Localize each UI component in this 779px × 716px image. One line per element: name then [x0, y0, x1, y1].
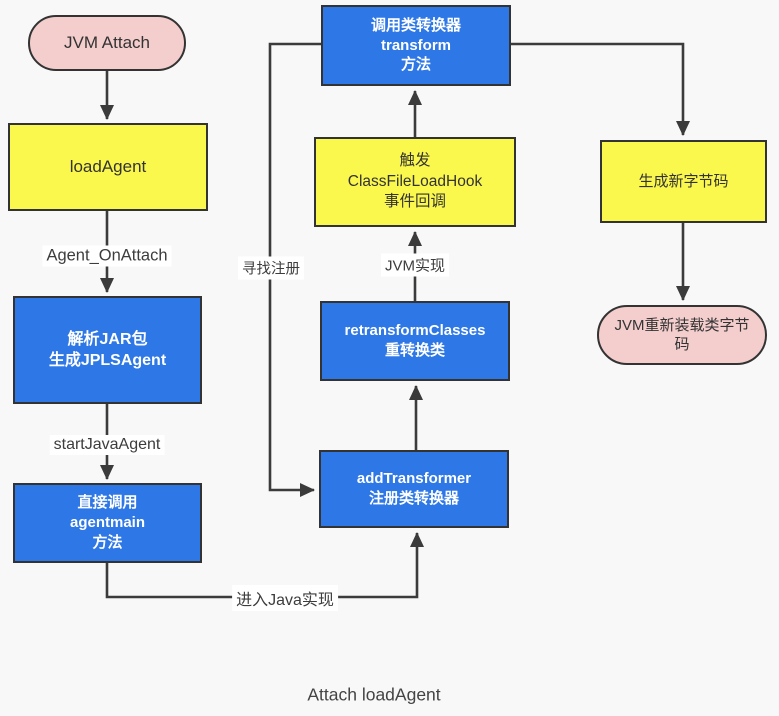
node-label-line: 方法 — [400, 56, 431, 74]
node-label-line: addTransformer — [356, 470, 472, 488]
node-label-line: 方法 — [92, 533, 123, 551]
node-label-line: 调用类转换器 — [370, 16, 461, 34]
edge-label-agent-on-attach: Agent_OnAttach — [42, 245, 172, 267]
node-parse-jar-generate-jplsagent: 解析JAR包 生成JPLSAgent — [13, 296, 202, 404]
node-label-line: 直接调用 — [77, 494, 138, 512]
node-label: loadAgent — [69, 156, 147, 176]
edge-label-jvm-impl: JVM实现 — [380, 253, 450, 277]
node-label: JVM Attach — [64, 32, 150, 52]
edge-transform-newbytecode — [511, 42, 690, 136]
node-label-line: 生成JPLSAgent — [48, 352, 167, 369]
node-generate-new-bytecode: 生成新字节码 — [600, 140, 767, 223]
node-label-line: 触发 — [399, 152, 431, 170]
node-label-line: 注册类转换器 — [368, 490, 459, 507]
node-label: JVM重新装载类字节码 — [614, 316, 750, 354]
node-retransform-classes: retransformClasses 重转换类 — [320, 301, 510, 381]
node-label-line: agentmain — [69, 514, 145, 532]
node-label-line: transform — [380, 36, 451, 54]
edge-label-start-java-agent: startJavaAgent — [49, 435, 165, 455]
node-jvm-reload-bytecode: JVM重新装载类字节码 — [597, 305, 767, 365]
node-classfileloadhook-callback: 触发 ClassFileLoadHook 事件回调 — [314, 137, 516, 227]
node-add-transformer: addTransformer 注册类转换器 — [319, 450, 509, 528]
node-label: 生成新字节码 — [638, 172, 729, 190]
node-label-line: ClassFileLoadHook — [347, 172, 483, 190]
edge-label-enter-java-impl: 进入Java实现 — [232, 585, 338, 611]
diagram-title: Attach loadAgent — [307, 684, 441, 705]
node-jvm-attach: JVM Attach — [28, 15, 186, 71]
node-call-agentmain: 直接调用 agentmain 方法 — [13, 483, 202, 563]
node-label-line: retransformClasses — [344, 322, 486, 340]
node-label-line: 解析JAR包 — [67, 330, 148, 348]
node-call-transform-method: 调用类转换器 transform 方法 — [321, 5, 511, 86]
edge-label-find-registration: 寻找注册 — [238, 256, 304, 280]
node-label-line: 事件回调 — [383, 193, 446, 211]
node-label-line: 重转换类 — [384, 342, 445, 359]
node-load-agent: loadAgent — [8, 123, 208, 211]
